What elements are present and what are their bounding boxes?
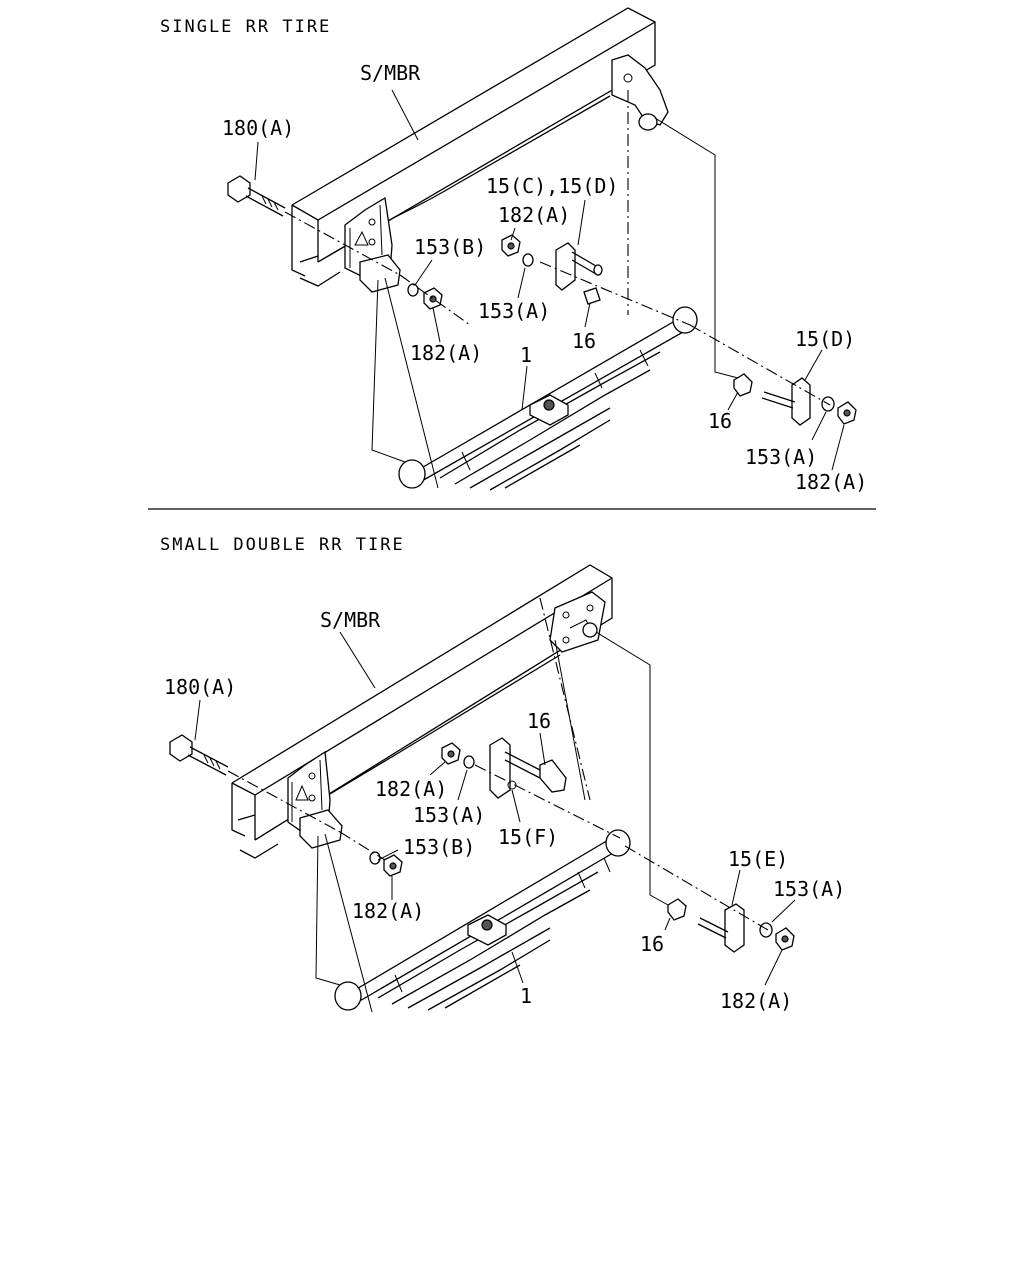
label-frame: S/MBR [360,61,421,85]
label-bolt: 180(A) [164,675,236,699]
label-shackle-mid: 15(F) [498,825,558,849]
rear-hanger-bracket [611,54,669,131]
label-nut-top: 182(A) [498,203,570,227]
front-hanger-bracket [287,750,343,849]
label-nut-rear: 182(A) [720,989,792,1013]
leader-lines [194,631,796,986]
label-washer-mid: 153(A) [413,803,485,827]
label-nut-mid: 182(A) [375,777,447,801]
bolt-180a [169,734,341,833]
frame-side-member [291,7,656,287]
label-nut-front: 182(A) [410,341,482,365]
front-hanger-bracket [344,196,401,293]
label-shackle-rear: 15(E) [728,847,788,871]
section-title: SMALL DOUBLE RR TIRE [160,535,405,555]
fasteners-upper [399,234,534,326]
label-nut-front: 182(A) [352,899,424,923]
label-shackle-pins: 15(C),15(D) [486,174,618,198]
label-nut-rear: 182(A) [795,470,867,494]
label-frame: S/MBR [320,608,381,632]
label-washer-rear: 153(A) [773,877,845,901]
section-small-double-rr-tire: SMALL DOUBLE RR TIRE [160,535,845,1013]
label-shackle-rear: 15(D) [795,327,855,351]
label-washer-mid: 153(A) [478,299,550,323]
label-spring: 1 [520,984,532,1008]
label-washer-front: 153(B) [403,835,475,859]
frame-side-member [231,564,613,859]
label-bushing-mid: 16 [572,329,596,353]
shackle-15f [474,597,621,839]
shackle-15c [539,90,691,326]
connector-lines [371,117,739,489]
label-washer-rear: 153(A) [745,445,817,469]
label-bolt: 180(A) [222,116,294,140]
rear-hanger-bracket [549,591,606,653]
label-washer-front: 153(B) [414,235,486,259]
leaf-spring [398,306,698,491]
label-bushing-top: 16 [527,709,551,733]
label-spring: 1 [520,343,532,367]
label-bushing-rear: 16 [708,409,732,433]
section-single-rr-tire: SINGLE RR TIRE [160,7,867,494]
connector-lines [315,631,669,1013]
shackle-15e-rear [624,845,795,953]
label-bushing-rear: 16 [640,932,664,956]
leaf-spring [334,829,631,1011]
leader-lines [254,89,845,471]
bolt-180a [227,175,401,276]
shackle-15d-rear [689,324,857,426]
section-title: SINGLE RR TIRE [160,17,331,37]
fasteners [339,742,475,877]
